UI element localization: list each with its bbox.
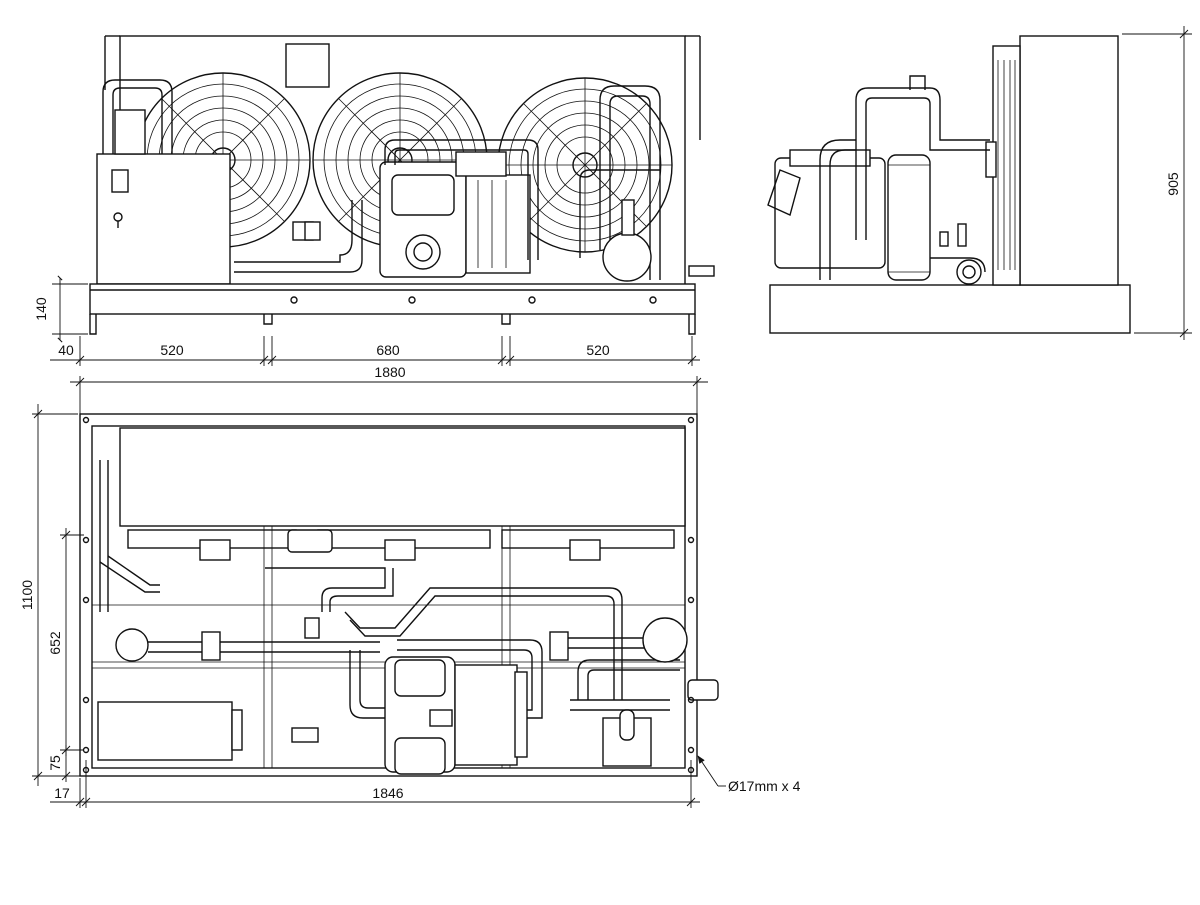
top-condenser: [119, 427, 686, 527]
dim-40: 40: [58, 342, 74, 358]
front-view: [89, 35, 715, 335]
note-mounting-holes: Ø17mm x 4: [728, 778, 801, 794]
base-frame: [89, 283, 696, 315]
dim-140: 140: [33, 297, 49, 321]
top-receiver: [115, 628, 149, 662]
dim-17: 17: [54, 785, 70, 801]
top-compressor: [384, 656, 528, 775]
nameplate: [285, 43, 330, 88]
side-receiver: [887, 154, 931, 281]
dim-905: 905: [1165, 172, 1181, 196]
compressor-front: [379, 151, 531, 278]
dim-1880: 1880: [374, 364, 405, 380]
mounting-hole: [687, 746, 695, 754]
top-fans: [127, 529, 675, 561]
dim-520-left: 520: [160, 342, 184, 358]
dim-652: 652: [47, 631, 63, 655]
dim-1846: 1846: [372, 785, 403, 801]
dim-680: 680: [376, 342, 400, 358]
top-view: [79, 413, 719, 777]
dim-520-right: 520: [586, 342, 610, 358]
side-base: [769, 284, 1131, 334]
dim-1100: 1100: [19, 580, 35, 610]
side-view: [767, 35, 1131, 334]
top-electrical-box: [97, 701, 233, 761]
dimensions: 140 40 520 680 520 1880 905: [19, 26, 1192, 808]
liquid-receiver: [602, 232, 652, 282]
main-switch: [111, 169, 129, 193]
dim-75: 75: [47, 755, 63, 771]
side-condenser: [1019, 35, 1119, 286]
